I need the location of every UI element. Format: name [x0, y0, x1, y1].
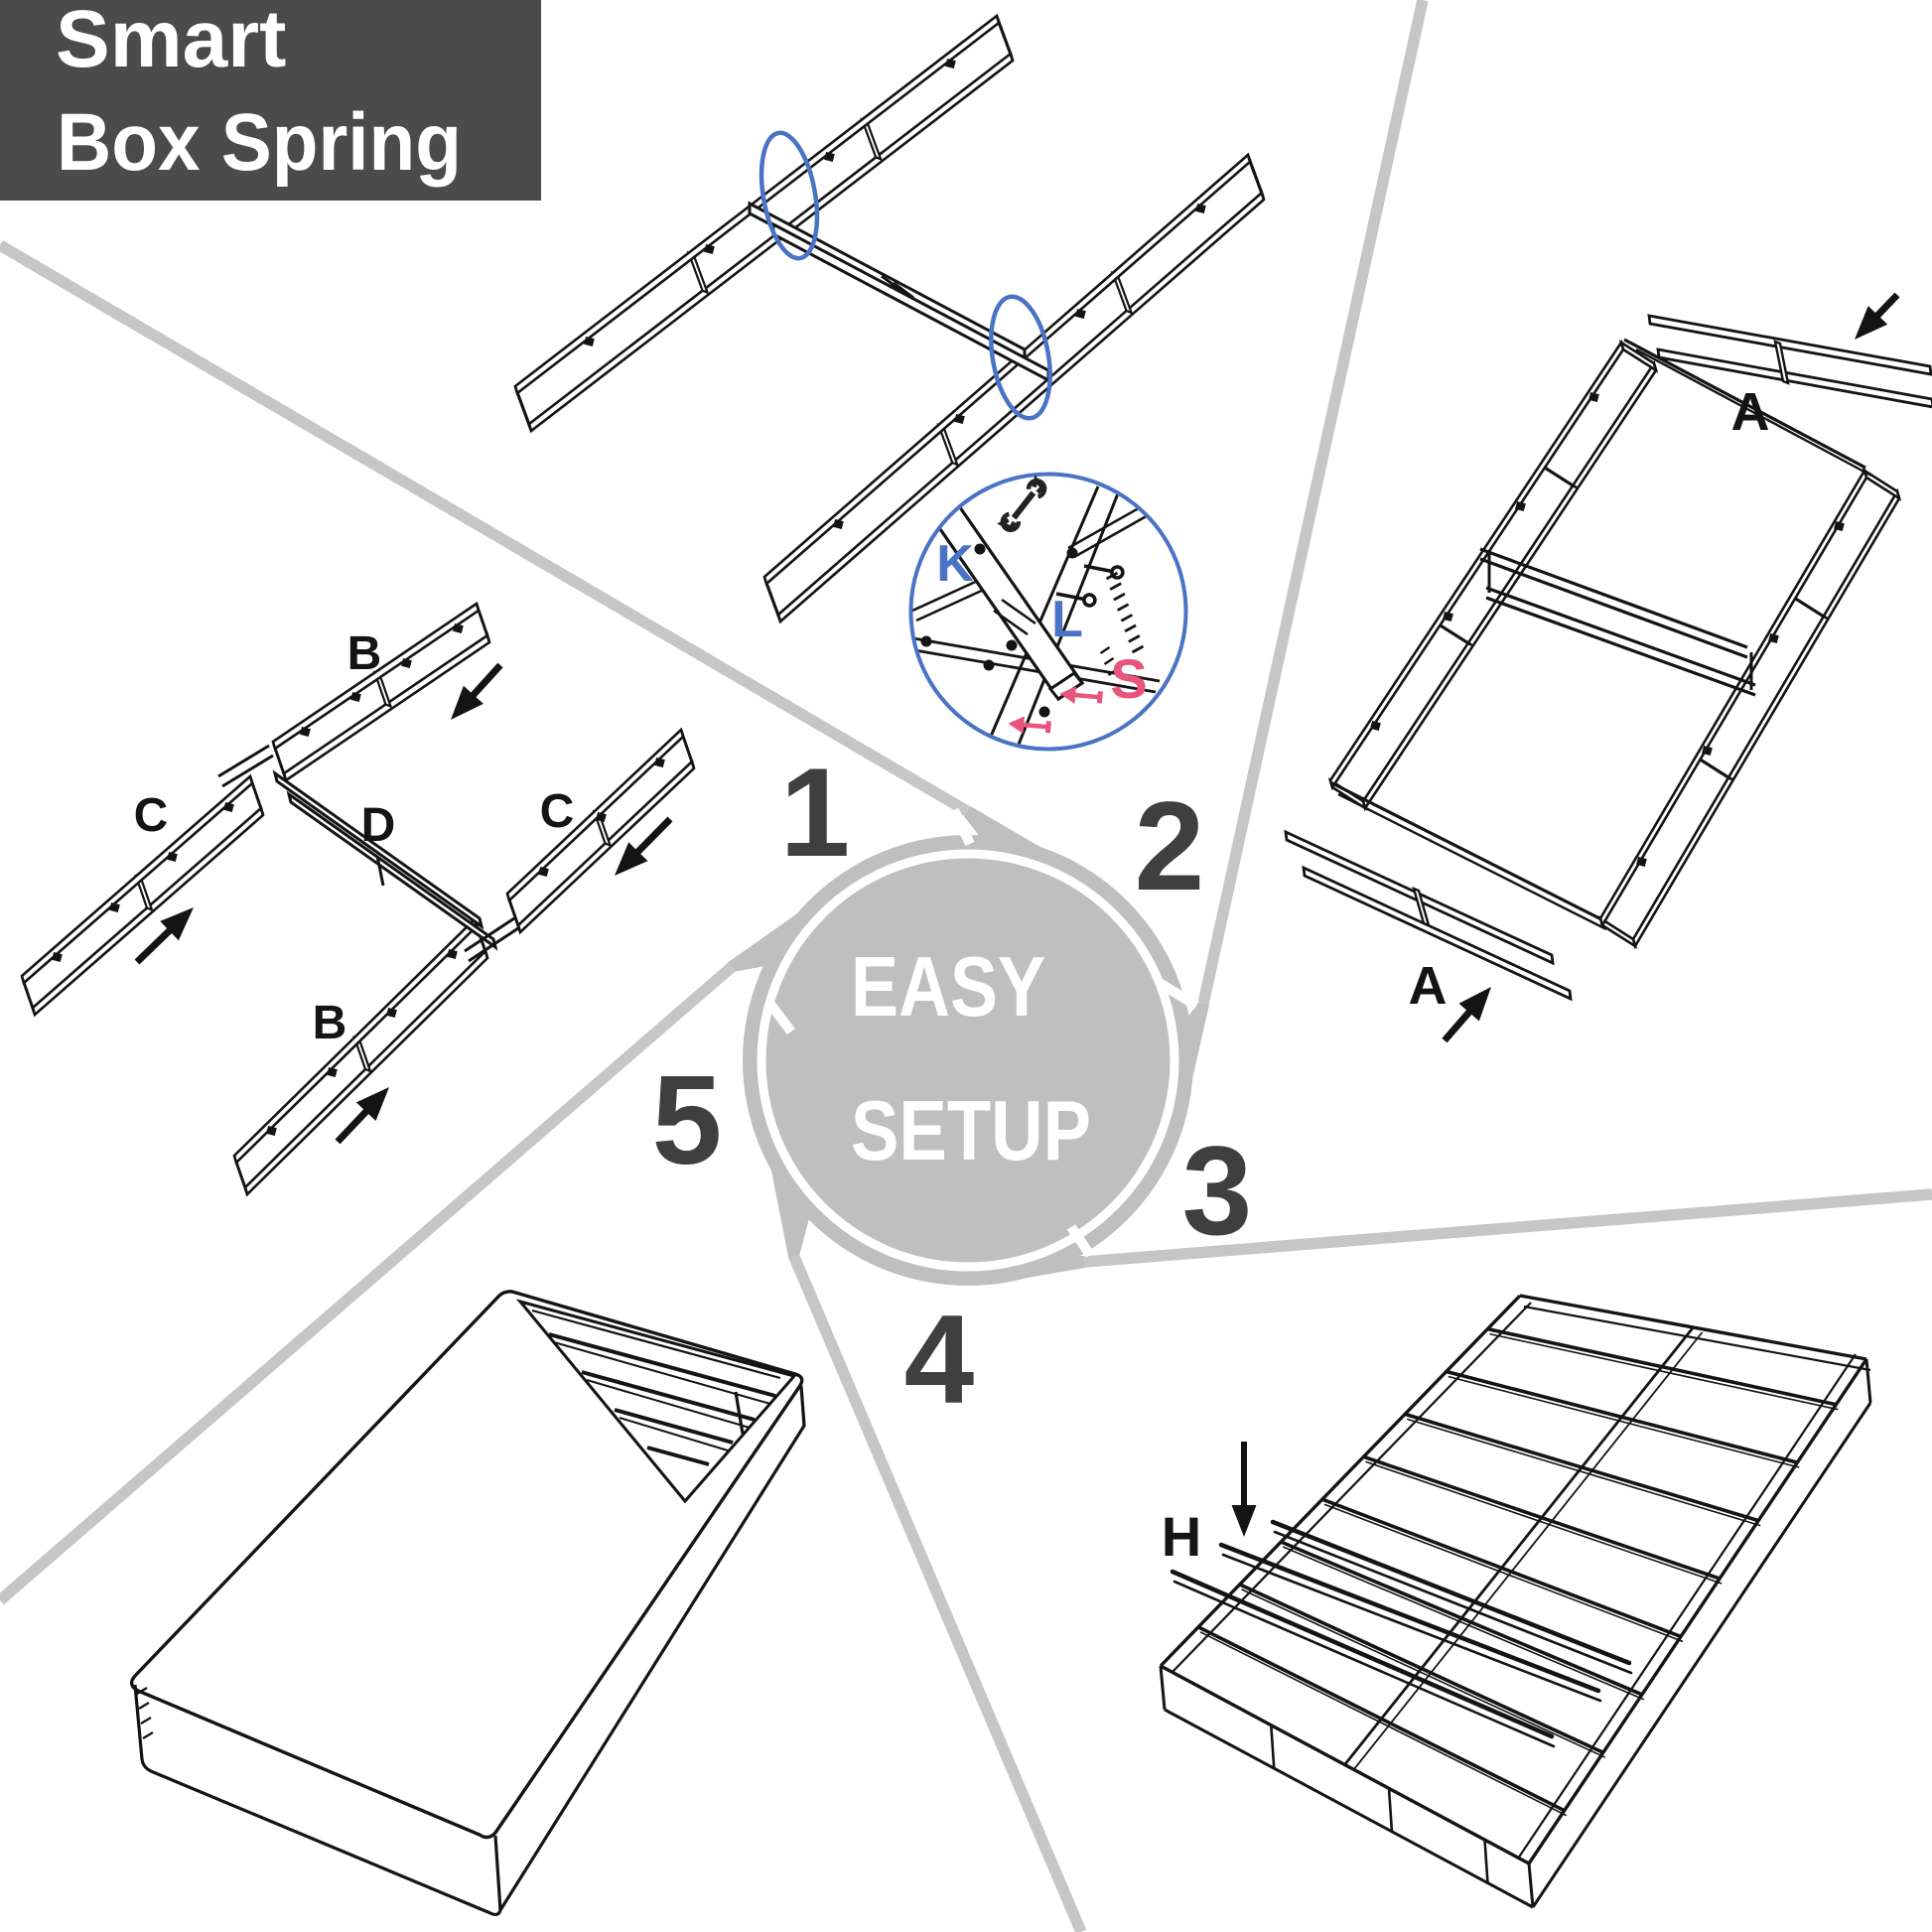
- svg-text:A: A: [1409, 956, 1448, 1016]
- svg-text:2: 2: [1135, 775, 1205, 916]
- svg-text:Box Spring: Box Spring: [57, 97, 462, 188]
- svg-text:Smart: Smart: [56, 0, 286, 84]
- svg-text:4: 4: [904, 1289, 975, 1430]
- svg-text:D: D: [361, 799, 396, 852]
- svg-text:C: C: [134, 789, 169, 842]
- svg-text:5: 5: [652, 1049, 723, 1190]
- svg-text:B: B: [313, 997, 347, 1049]
- svg-text:SETUP: SETUP: [851, 1084, 1091, 1178]
- svg-text:L: L: [1051, 591, 1083, 648]
- svg-text:C: C: [540, 785, 575, 838]
- svg-text:H: H: [1162, 1505, 1201, 1568]
- svg-text:A: A: [1731, 382, 1770, 442]
- svg-text:EASY: EASY: [851, 940, 1045, 1035]
- svg-text:B: B: [347, 627, 382, 680]
- svg-text:3: 3: [1182, 1120, 1253, 1261]
- svg-text:1: 1: [780, 742, 851, 883]
- svg-text:S: S: [1110, 647, 1147, 710]
- svg-text:K: K: [936, 535, 974, 593]
